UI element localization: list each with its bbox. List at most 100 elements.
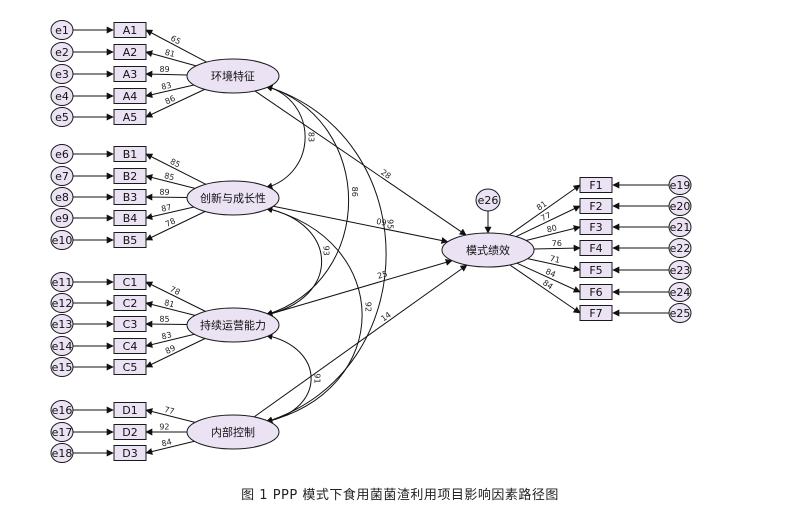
indicator-box <box>113 168 147 184</box>
indicator-label: B2 <box>123 170 138 183</box>
latent-factor-label: 模式绩效 <box>466 243 510 257</box>
error-circle <box>50 400 74 420</box>
indicator-box <box>113 445 147 461</box>
indicator-label: A3 <box>123 68 138 81</box>
error-circle <box>668 238 692 258</box>
error-label: e8 <box>55 191 69 204</box>
error-circle <box>50 422 74 442</box>
loading-label: 92 <box>159 423 169 432</box>
structural-path <box>254 90 467 236</box>
indicator-box <box>113 359 147 375</box>
indicator-box <box>579 262 613 278</box>
error-circle <box>50 208 74 228</box>
latent-factor-label: 内部控制 <box>211 425 255 439</box>
loading-label: 81 <box>163 298 175 309</box>
error-circle <box>50 64 74 84</box>
indicator-box <box>113 316 147 332</box>
loading-arrow <box>145 29 207 63</box>
structural-error-label: e26 <box>478 194 499 207</box>
indicator-box <box>579 240 613 256</box>
indicator-box <box>579 198 613 214</box>
indicator-box <box>579 284 613 300</box>
error-circle <box>668 217 692 237</box>
loading-arrow <box>145 88 205 118</box>
indicator-label: C4 <box>123 340 138 353</box>
indicator-label: D2 <box>122 426 137 439</box>
latent-factor <box>186 414 280 450</box>
loading-label: 86 <box>164 94 177 106</box>
error-circle <box>50 107 74 127</box>
error-label: e19 <box>670 179 691 192</box>
loading-arrow <box>533 244 581 252</box>
covariance-label: 95 <box>385 219 394 229</box>
indicator-box <box>113 109 147 125</box>
path-diagram: A1e1A2e2A3e3A4e4A5e5B1e6B2e7B3e8B4e9B5e1… <box>50 20 692 463</box>
loading-arrow <box>145 174 196 189</box>
loading-label: 80 <box>546 223 558 234</box>
loading-label: 71 <box>549 254 561 265</box>
covariance-arc <box>265 206 363 424</box>
loading-label: 89 <box>159 65 169 74</box>
path-label: 09 <box>376 217 388 228</box>
loading-arrow <box>145 153 207 185</box>
labels-layer: 6581898386858589877878818583897792848177… <box>159 34 562 449</box>
loading-arrow <box>145 70 188 78</box>
loading-label: 83 <box>161 330 173 341</box>
indicator-label: F7 <box>589 307 602 320</box>
indicator-label: C2 <box>123 297 138 310</box>
indicator-label: F6 <box>589 286 602 299</box>
error-label: e21 <box>670 221 691 234</box>
indicator-label: A4 <box>123 90 138 103</box>
error-circle <box>50 272 74 292</box>
error-circle <box>50 443 74 463</box>
loading-label: 89 <box>159 188 169 197</box>
error-label: e1 <box>55 24 69 37</box>
indicator-label: A2 <box>123 46 138 59</box>
nodes-layer: A1e1A2e2A3e3A4e4A5e5B1e6B2e7B3e8B4e9B5e1… <box>50 20 692 463</box>
error-label: e20 <box>670 200 691 213</box>
loading-label: 76 <box>552 239 562 248</box>
indicator-label: C5 <box>123 361 138 374</box>
indicator-box <box>113 338 147 354</box>
error-label: e25 <box>670 307 691 320</box>
loading-arrow <box>509 184 581 236</box>
indicator-label: B3 <box>123 191 138 204</box>
loading-arrow <box>145 281 206 312</box>
loading-label: 85 <box>159 315 169 324</box>
error-label: e18 <box>52 447 73 460</box>
latent-factor <box>186 180 280 216</box>
structural-path <box>268 259 453 315</box>
structural-path <box>253 264 468 418</box>
indicator-box <box>113 66 147 82</box>
indicator-label: F5 <box>589 264 602 277</box>
loading-label: 84 <box>161 437 173 448</box>
indicator-box <box>113 88 147 104</box>
indicator-box <box>113 424 147 440</box>
error-circle <box>668 282 692 302</box>
loading-label: 89 <box>164 343 177 356</box>
indicator-label: A1 <box>123 24 138 37</box>
error-circle <box>50 357 74 377</box>
covariance-label: 83 <box>307 132 316 142</box>
indicator-box <box>579 305 613 321</box>
loading-arrow <box>145 338 206 368</box>
indicator-label: F4 <box>589 242 602 255</box>
loading-label: 87 <box>160 203 172 214</box>
indicator-box <box>113 22 147 38</box>
loading-arrow <box>509 264 581 314</box>
covariance-arc <box>265 84 387 424</box>
error-circle <box>50 20 74 40</box>
error-label: e9 <box>55 212 69 225</box>
latent-factor-label: 环境特征 <box>211 69 255 83</box>
edges-layer <box>73 26 669 457</box>
error-label: e12 <box>52 297 73 310</box>
indicator-label: B4 <box>123 212 138 225</box>
indicator-box <box>113 402 147 418</box>
indicator-label: F1 <box>589 179 602 192</box>
indicator-label: A5 <box>123 111 138 124</box>
path-label: 25 <box>376 269 388 281</box>
error-label: e14 <box>52 340 73 353</box>
indicator-label: B1 <box>123 148 138 161</box>
loading-label: 78 <box>164 216 177 229</box>
covariance-arc <box>265 206 323 317</box>
